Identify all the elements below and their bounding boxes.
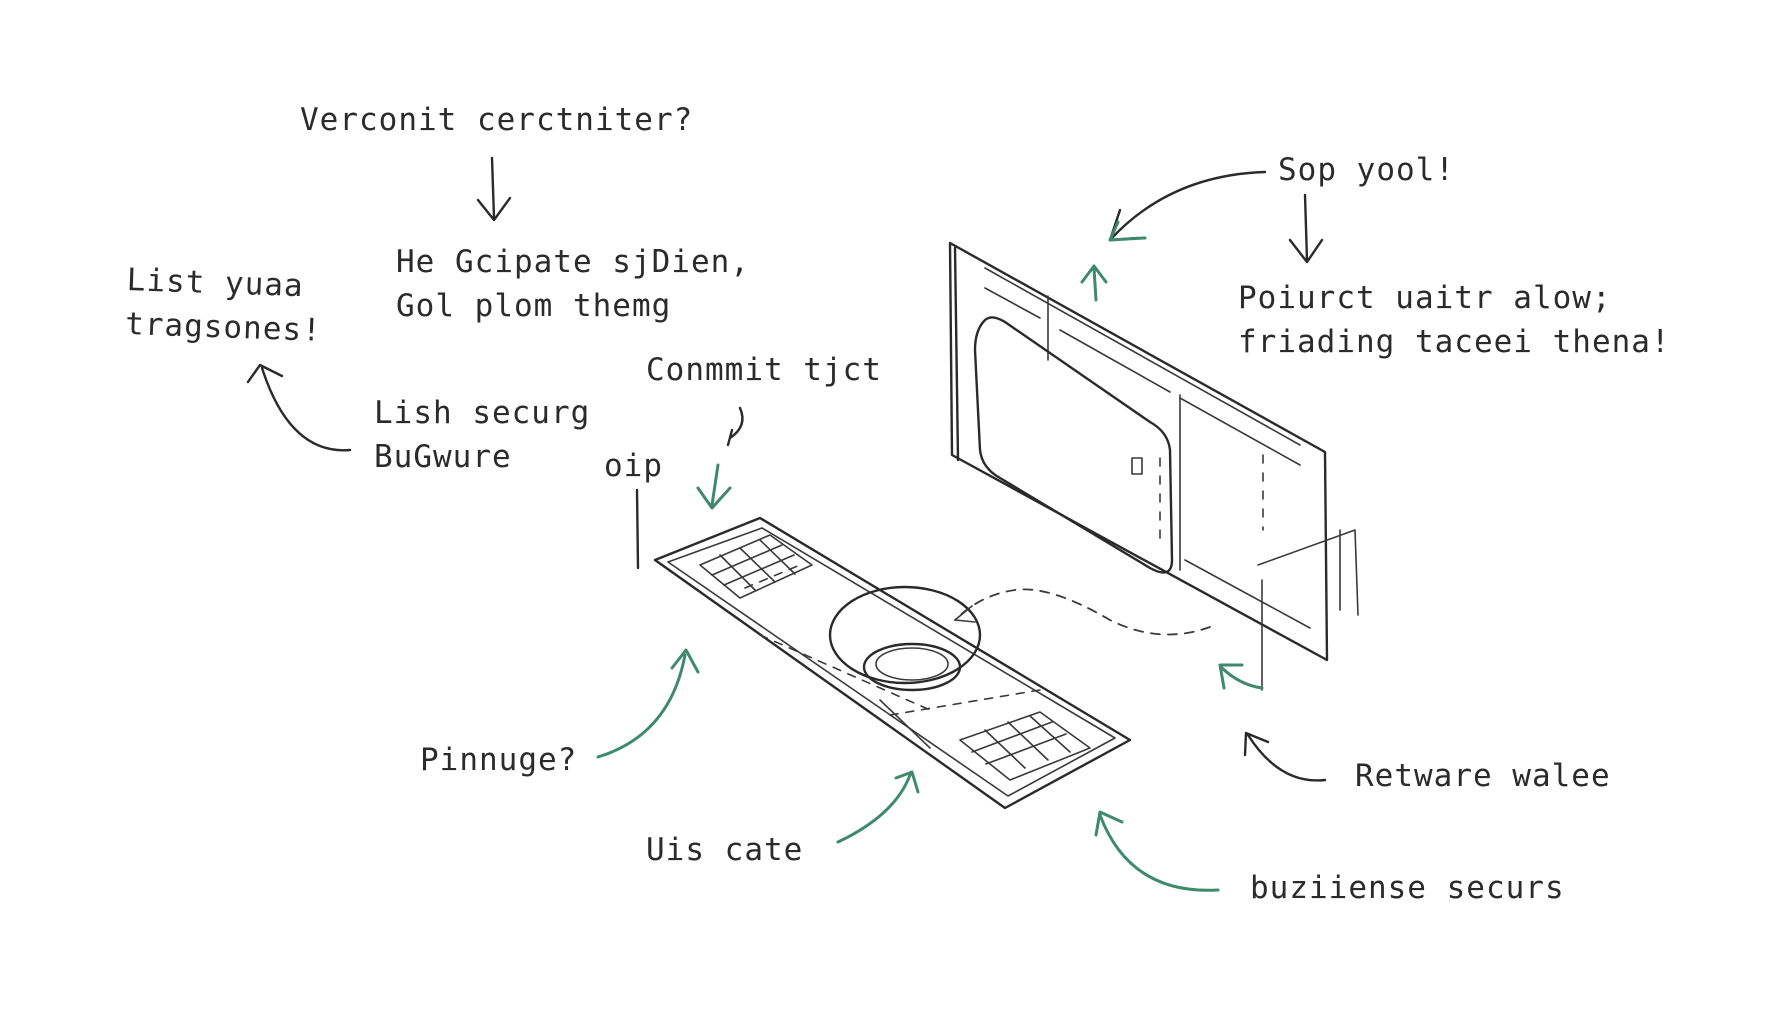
green-arrow-monitor-side [1218,663,1264,690]
top-question-label: Verconit cerctniter? [300,102,694,138]
squiggle-commit [726,406,744,447]
buziiense-label: buziiense securs [1250,870,1565,906]
keyboard-pad-sketch [653,516,1132,810]
tall-stroke-oip [635,488,640,570]
left-note: List yuaa tragsones! [124,262,323,349]
dashed-link-line [954,588,1211,636]
green-arrow-top-right [1108,220,1147,242]
oip-label: oip [604,448,663,484]
pinnuge-label: Pinnuge? [420,742,578,778]
left-mid-note: Lish securg BuGwure [374,395,591,475]
green-arrow-monitor-top [1080,264,1108,302]
green-arrow-pinnuge [596,648,700,759]
right-note: Poiurct uaitr alow; friading taceei then… [1238,280,1671,360]
curve-arrow-left [246,363,352,452]
curve-arrow-top-right [1108,170,1267,242]
down-arrow-top [476,156,512,222]
green-arrow-uis-cate [836,770,920,844]
retware-label: Retware walee [1355,758,1611,794]
down-arrow-right [1288,193,1324,264]
curve-arrow-retware [1243,731,1327,782]
green-arrow-commit [696,463,732,510]
middle-left-note: He Gcipate sjDien, Gol plom themg [396,244,750,324]
top-right-label: Sop yool! [1278,152,1455,188]
commit-label: Conmmit tjct [646,352,882,388]
green-arrow-buziiense [1094,810,1220,892]
monitor-sketch [948,241,1359,691]
uis-cate-label: Uis cate [646,832,804,868]
